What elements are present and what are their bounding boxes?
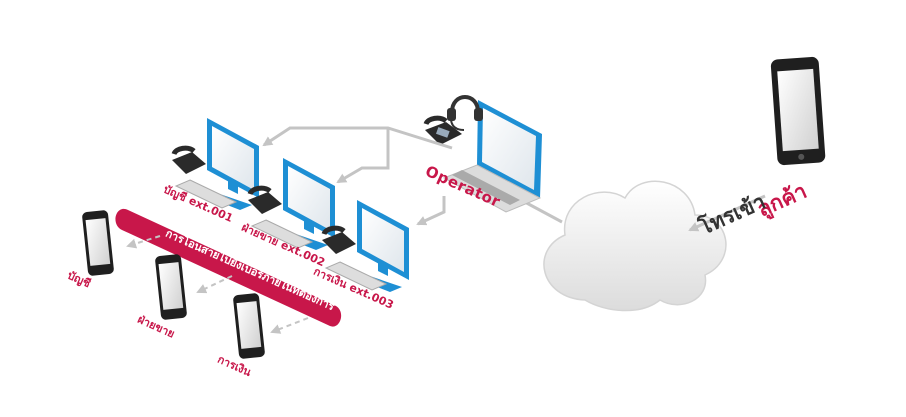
keyboard-icon <box>324 261 388 291</box>
desk-phone-icon <box>321 225 356 254</box>
mobile-sales-icon <box>155 254 187 320</box>
workstation-accounting <box>171 118 259 210</box>
arrow-customer-to-cloud <box>688 194 766 232</box>
operator-laptop-icon <box>442 100 542 213</box>
desk-phone-icon <box>247 185 282 214</box>
workstation-sales <box>247 158 335 250</box>
monitor-icon <box>354 200 409 292</box>
desk-phone-icon <box>171 145 206 174</box>
workstation-finance <box>321 200 409 292</box>
transfer-band <box>115 208 342 327</box>
distribution-arrows <box>262 126 453 226</box>
cloud-icon <box>543 180 727 312</box>
customer-smartphone-icon <box>770 56 826 166</box>
keyboard-icon <box>174 179 238 209</box>
mobile-finance-icon <box>233 293 265 359</box>
mobile-accounting-icon <box>82 210 114 276</box>
desk-phone-icon <box>423 115 462 145</box>
keyboard-icon <box>250 219 314 249</box>
headset-icon <box>447 95 483 131</box>
mobile-forward-arrows <box>126 235 309 334</box>
